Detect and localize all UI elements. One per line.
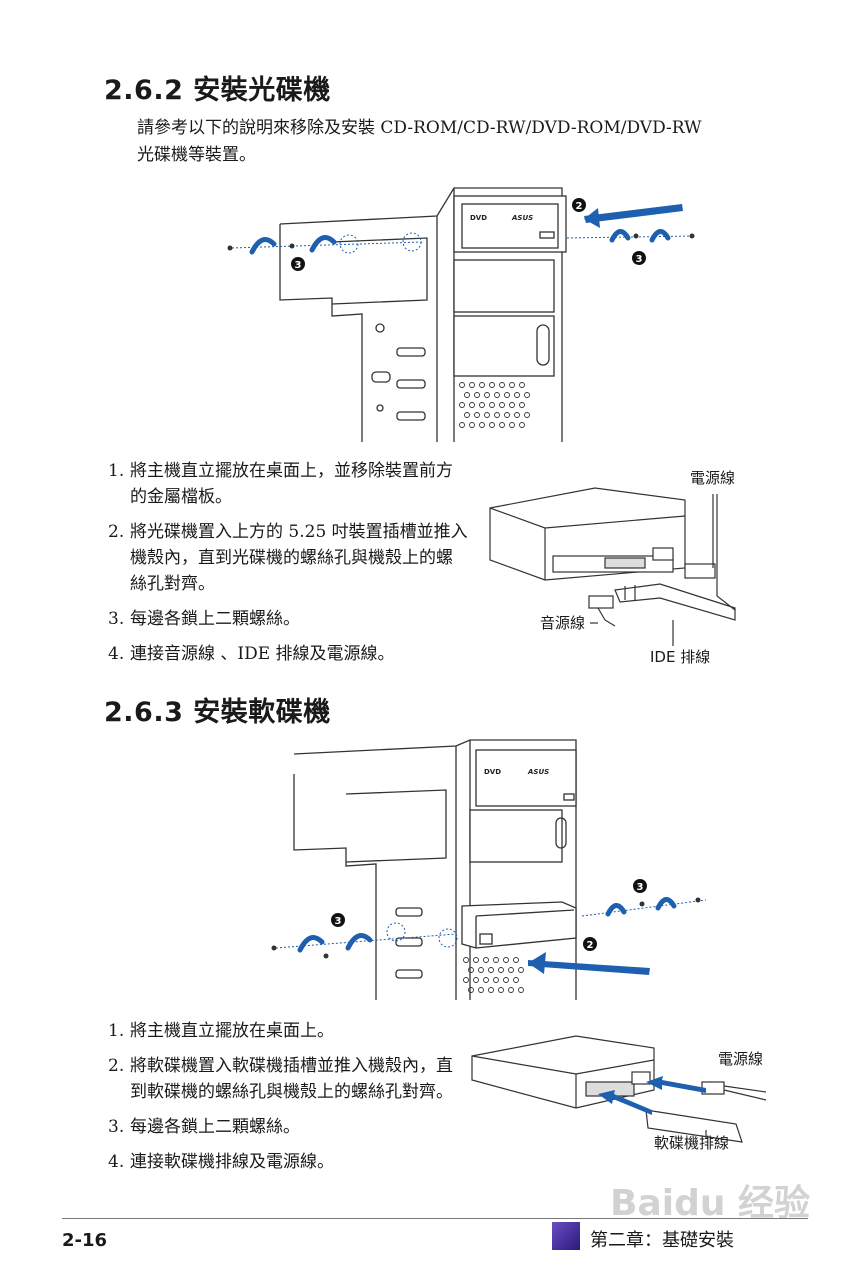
insert-direction-arrow — [584, 204, 683, 223]
intro-line-1: 請參考以下的說明來移除及安裝 CD-ROM/CD-RW/DVD-ROM/DVD-… — [137, 118, 702, 138]
floppy-drive-install-figure: DVD ASUS 3 3 2 — [271, 739, 707, 1000]
marker-2: 2 — [576, 201, 583, 212]
list-item: 2.將軟碟機置入軟碟機插槽並推入機殼內，直到軟碟機的螺絲孔與機殼上的螺絲孔對齊。 — [108, 1056, 453, 1102]
insert-direction-arrow-2 — [528, 960, 650, 975]
marker-2-floppy: 2 — [587, 940, 594, 951]
chapter-title: 第二章：基礎安裝 — [590, 1230, 734, 1251]
list-item: 4.連接軟碟機排線及電源線。 — [108, 1152, 334, 1172]
marker-3-left: 3 — [295, 260, 302, 271]
callout-power-cable: 電源線 — [690, 469, 735, 487]
marker-3-right: 3 — [636, 254, 643, 265]
chapter-color-block — [552, 1222, 580, 1250]
optical-steps-list: 1.將主機直立擺放在桌面上，並移除裝置前方的金屬檔板。 2.將光碟機置入上方的 … — [108, 458, 468, 676]
list-item: 2.將光碟機置入上方的 5.25 吋裝置插槽並推入機殼內，直到光碟機的螺絲孔與機… — [108, 522, 468, 594]
callout-ide-cable: IDE 排線 — [650, 648, 710, 666]
dvd-logo-label: DVD — [470, 214, 487, 222]
floppy-cables-figure: 電源線 軟碟機排線 — [471, 1035, 767, 1152]
page-number: 2-16 — [62, 1230, 108, 1251]
optical-cables-figure: 電源線 音源線 IDE 排線 — [489, 469, 736, 666]
dvd-logo-label-2: DVD — [484, 768, 501, 776]
list-item: 1.將主機直立擺放在桌面上。 — [108, 1021, 334, 1041]
callout-floppy-ribbon: 軟碟機排線 — [654, 1134, 729, 1152]
list-item: 4.連接音源線 、IDE 排線及電源線。 — [108, 644, 395, 664]
marker-3-left-2: 3 — [335, 916, 342, 927]
marker-3-right-2: 3 — [637, 882, 644, 893]
callout-audio-cable: 音源線 — [540, 614, 585, 632]
optical-drive-install-figure: DVD ASUS 2 3 3 — [227, 187, 695, 442]
intro-line-2: 光碟機等裝置。 — [137, 145, 256, 165]
asus-logo-label-2: ASUS — [527, 768, 549, 776]
asus-logo-label: ASUS — [511, 214, 533, 222]
floppy-steps-list: 1.將主機直立擺放在桌面上。 2.將軟碟機置入軟碟機插槽並推入機殼內，直到軟碟機… — [108, 1018, 454, 1184]
section-title-floppy: 2.6.3 安裝軟碟機 — [104, 697, 331, 728]
list-item: 3.每邊各鎖上二顆螺絲。 — [108, 609, 300, 629]
intro-paragraph: 請參考以下的說明來移除及安裝 CD-ROM/CD-RW/DVD-ROM/DVD-… — [137, 115, 777, 169]
footer-rule — [62, 1218, 808, 1219]
list-item: 1.將主機直立擺放在桌面上，並移除裝置前方的金屬檔板。 — [108, 461, 453, 507]
list-item: 3.每邊各鎖上二顆螺絲。 — [108, 1117, 300, 1137]
baidu-watermark: Baidu 经验 — [610, 1183, 811, 1224]
callout-floppy-power: 電源線 — [718, 1050, 763, 1068]
section-title-optical: 2.6.2 安裝光碟機 — [104, 75, 331, 106]
